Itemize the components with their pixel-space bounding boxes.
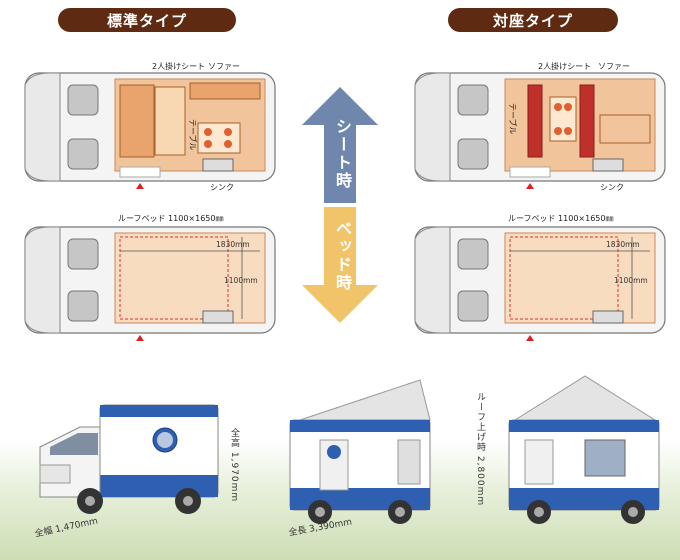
- sink-label-facing: シンク: [600, 183, 624, 192]
- table-label-facing: テーブル: [508, 103, 518, 135]
- van-roof-up-rear-image: [508, 375, 660, 524]
- sink-label-standard: シンク: [210, 183, 234, 192]
- van-roof-up-side-image: [289, 379, 431, 524]
- facing-bed-plan: ルーフベッド 1100×1650㎜ 1830mm 1100mm: [414, 214, 666, 341]
- arrow-graphic: [302, 87, 378, 323]
- table-label-standard: テーブル: [188, 119, 198, 151]
- length-label-facing: 1830mm: [606, 240, 640, 249]
- van-side-image: [39, 404, 219, 514]
- bed-arrow-down-icon: [302, 207, 378, 323]
- width-label-standard: 1100mm: [224, 276, 258, 285]
- two-seat-label-facing: 2人掛けシート: [538, 61, 591, 71]
- facing-type-title: 対座タイプ: [448, 8, 618, 32]
- bed-mode-label: ベッド時: [333, 220, 352, 292]
- standard-bed-plan: ルーフベッド 1100×1650㎜ 1830mm 1100mm: [24, 214, 276, 341]
- width-label-facing: 1100mm: [614, 276, 648, 285]
- roof-bed-label-standard: ルーフベッド 1100×1650㎜: [118, 214, 223, 223]
- standard-type-title: 標準タイプ: [58, 8, 236, 32]
- seat-mode-label: シート時: [333, 118, 352, 190]
- standard-seat-plan: 2人掛けシート ソファー テーブル シンク: [24, 61, 276, 192]
- total-height-label: 全高 1,970mm: [229, 428, 239, 503]
- facing-seat-plan: 2人掛けシート ソファー テーブル シンク: [414, 61, 666, 192]
- sofa-label-facing: ソファー: [598, 62, 630, 71]
- length-label-standard: 1830mm: [216, 240, 250, 249]
- roof-bed-label-facing: ルーフベッド 1100×1650㎜: [508, 214, 613, 223]
- seat-arrow-up-icon: [302, 87, 378, 203]
- roof-up-height-label: ルーフ上げ時 2,800mm: [475, 392, 485, 507]
- two-seat-label-standard: 2人掛けシート: [152, 61, 205, 71]
- sofa-label-standard: ソファー: [208, 62, 240, 71]
